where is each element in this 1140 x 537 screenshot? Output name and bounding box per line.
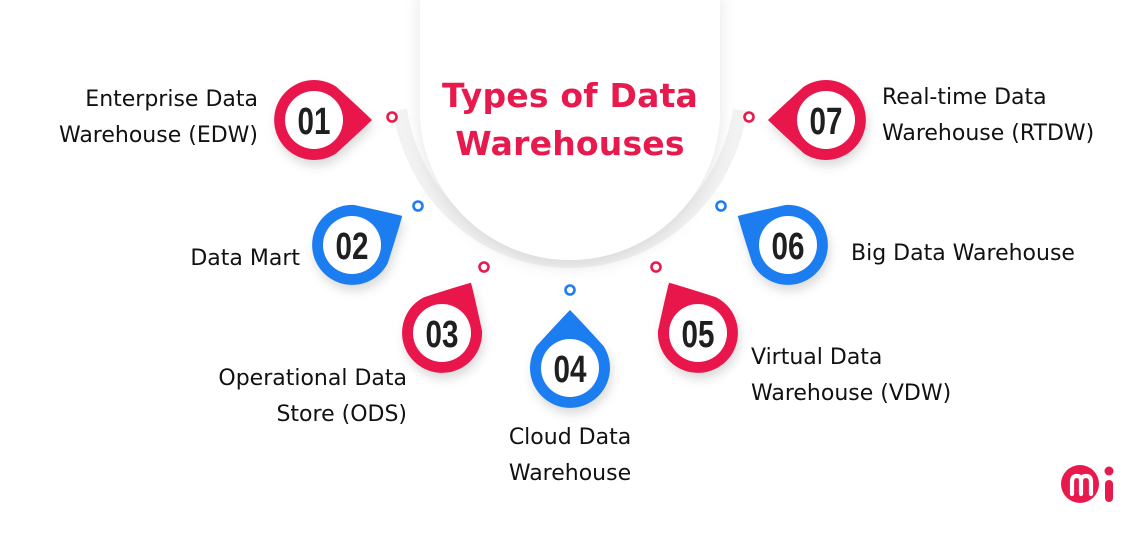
marker-number-04: 04 — [554, 349, 587, 391]
connector-dots — [386, 111, 755, 296]
label-06-line-1: Big Data Warehouse — [851, 241, 1075, 266]
label-06: Big Data Warehouse — [851, 236, 1075, 272]
marker-number-06: 06 — [772, 226, 805, 268]
diagram-title: Types of Data Warehouses — [420, 72, 720, 168]
label-04-line-2: Warehouse — [508, 461, 632, 486]
marker-03 — [402, 282, 483, 373]
dot-02 — [412, 200, 424, 212]
dot-03 — [478, 261, 490, 273]
marker-number-01: 01 — [298, 101, 331, 143]
label-03-line-1: Operational Data — [218, 366, 407, 391]
marker-01 — [274, 80, 372, 160]
title-card — [420, 0, 720, 260]
marker-number-02: 02 — [336, 226, 369, 268]
marker-number-03: 03 — [426, 314, 459, 356]
label-01-line-1: Enterprise Data — [85, 87, 258, 112]
label-07-line-1: Real-time Data — [882, 85, 1047, 110]
label-05-line-2: Warehouse (VDW) — [751, 381, 952, 406]
outer-arc-ring — [393, 108, 747, 268]
label-04-line-1: Cloud Data — [508, 425, 632, 450]
label-04: Cloud Data Warehouse — [470, 420, 670, 492]
dot-01 — [386, 111, 398, 123]
title-line-2: Warehouses — [455, 124, 685, 163]
mi-logo-icon — [1061, 465, 1114, 503]
label-03-line-2: Store (ODS) — [276, 402, 407, 427]
marker-02 — [312, 204, 403, 285]
marker-04 — [530, 310, 610, 408]
dot-05 — [650, 261, 662, 273]
label-02: Data Mart — [190, 241, 300, 277]
dot-06 — [715, 200, 727, 212]
label-01-line-2: Warehouse (EDW) — [58, 123, 258, 148]
label-03: Operational Data Store (ODS) — [218, 361, 407, 433]
dot-04 — [564, 284, 576, 296]
label-02-line-1: Data Mart — [190, 246, 300, 271]
title-line-1: Types of Data — [441, 76, 699, 115]
label-01: Enterprise Data Warehouse (EDW) — [59, 82, 258, 154]
marker-07 — [768, 80, 866, 160]
marker-number-07: 07 — [810, 101, 843, 143]
marker-number-05: 05 — [682, 314, 715, 356]
label-05-line-1: Virtual Data — [751, 345, 883, 370]
label-07-line-2: Warehouse (RTDW) — [882, 121, 1095, 146]
marker-06 — [737, 204, 828, 285]
dot-07 — [743, 111, 755, 123]
label-07: Real-time Data Warehouse (RTDW) — [882, 80, 1094, 152]
marker-05 — [657, 282, 738, 373]
label-05: Virtual Data Warehouse (VDW) — [751, 340, 951, 412]
